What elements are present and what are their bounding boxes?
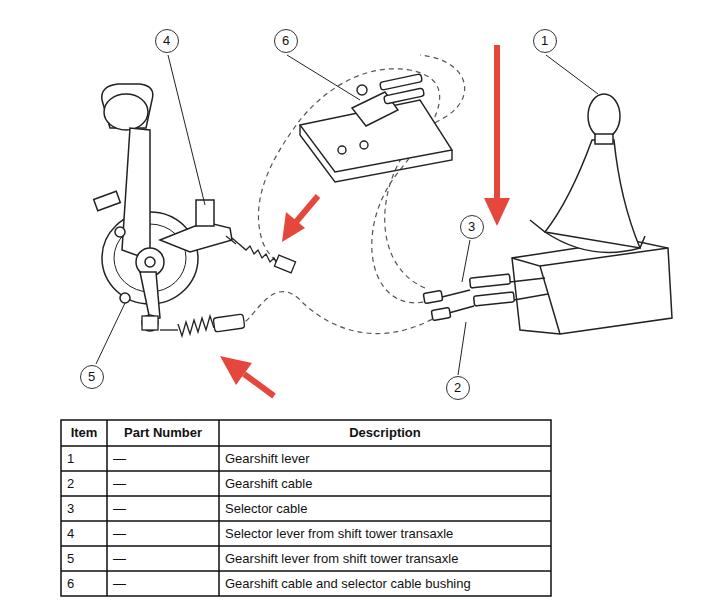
table-cell: Gearshift lever: [220, 447, 550, 470]
illustration-part: [384, 88, 425, 104]
table-cell: —: [108, 547, 218, 570]
illustration-part: [282, 212, 305, 242]
illustration-part: [96, 303, 125, 364]
illustration-part: [338, 146, 346, 154]
callout-number: 1: [533, 29, 557, 53]
illustration-part: [61, 420, 551, 596]
illustration-part: [484, 198, 510, 226]
shift-tower: [94, 84, 232, 331]
dashed-cable-routes: [240, 55, 465, 334]
table-cell: —: [108, 447, 218, 470]
table-cell: Gearshift cable: [220, 472, 550, 495]
illustration-part: [470, 274, 511, 288]
table-cell: 3: [62, 497, 106, 520]
illustration-part: [213, 314, 245, 332]
table-cell: 4: [62, 522, 106, 545]
illustration-part: [287, 55, 360, 100]
illustration-part: [462, 240, 470, 282]
illustration-part: [120, 293, 130, 303]
illustration-part: [142, 316, 158, 330]
illustration-part: [145, 257, 155, 267]
illustration-part: [474, 292, 515, 306]
table-cell: —: [108, 572, 218, 595]
cable-bushing-bracket: [300, 74, 452, 182]
gearshift-cable-end: [142, 314, 245, 336]
table-cell: 5: [62, 547, 106, 570]
table-cell: Selector lever from shift tower transaxl…: [220, 522, 550, 545]
table-cell: —: [108, 472, 218, 495]
leader-lines: [96, 55, 598, 375]
callout-number: 3: [460, 215, 484, 239]
illustration-part: [240, 292, 440, 334]
table-cell: Gearshift cable and selector cable bushi…: [220, 572, 550, 595]
illustration-part: [588, 94, 620, 138]
illustration-part: [232, 238, 278, 266]
callout-number: 4: [155, 29, 179, 53]
illustration-part: [220, 356, 252, 385]
illustration-part: [380, 74, 423, 91]
illustration-part: [115, 227, 125, 237]
illustration-part: [94, 191, 121, 210]
parts-table-grid: [61, 420, 551, 596]
illustration-part: [296, 196, 318, 222]
illustration-part: [61, 446, 551, 571]
illustration-part: [142, 315, 158, 331]
illustration-part: [168, 55, 205, 205]
table-header: Part Number: [108, 421, 218, 445]
illustration-part: [510, 278, 548, 300]
table-cell: Selector cable: [220, 497, 550, 520]
illustration-part: [274, 255, 295, 273]
illustration-part: [360, 141, 368, 149]
selector-cable-end: [226, 236, 296, 273]
table-cell: 2: [62, 472, 106, 495]
illustration-part: [458, 322, 466, 375]
illustration-part: [300, 125, 452, 182]
illustration-part: [140, 272, 160, 320]
callout-number: 2: [446, 376, 470, 400]
illustration-part: [385, 55, 465, 288]
table-header: Description: [220, 421, 550, 445]
illustration-part: [423, 291, 442, 304]
illustration-part: [244, 374, 274, 396]
illustration-part: [104, 94, 148, 130]
gearshift-lever: [423, 94, 672, 334]
illustration-part: [595, 134, 613, 144]
illustration-part: [530, 220, 645, 248]
illustration-part: [545, 140, 640, 252]
illustration-part: [512, 240, 672, 334]
illustration-part: [178, 316, 214, 336]
illustration-part: [546, 55, 598, 94]
red-arrows: [220, 45, 510, 396]
table-header: Item: [62, 421, 106, 445]
callout-number: 5: [80, 365, 104, 389]
table-cell: Gearshift lever from shift tower transax…: [220, 547, 550, 570]
illustration-part: [160, 329, 178, 330]
table-cell: —: [108, 522, 218, 545]
illustration-part: [431, 308, 450, 321]
illustration-part: [357, 85, 367, 95]
table-cell: 6: [62, 572, 106, 595]
callout-number: 6: [274, 29, 298, 53]
illustration-part: [494, 45, 500, 200]
illustration-part: [122, 128, 150, 260]
table-cell: —: [108, 497, 218, 520]
table-cell: 1: [62, 447, 106, 470]
